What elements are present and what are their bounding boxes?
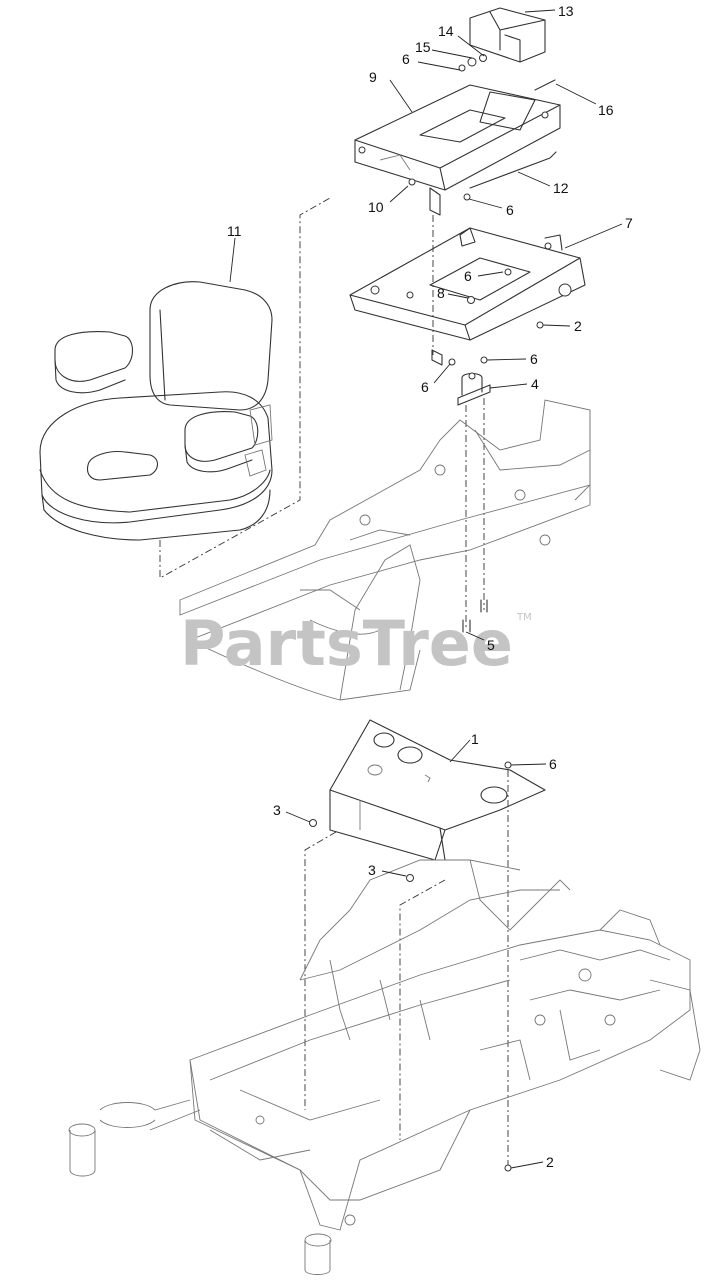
nut-6f[interactable] [504,761,512,769]
callout-6: 6 [421,379,429,395]
callout-3: 3 [273,802,281,818]
nut-6b[interactable] [463,193,471,201]
callout-6: 6 [549,756,557,772]
nut-2a[interactable] [536,321,544,329]
leader-lines [229,9,623,1169]
seat-part-11[interactable] [39,281,273,541]
washer-15[interactable] [467,57,477,67]
callout-10: 10 [368,199,384,215]
seat-plate-part-9[interactable] [354,84,561,191]
callout-3: 3 [368,862,376,878]
rod-12[interactable] [469,151,557,189]
callout-15: 15 [415,39,431,55]
callout-1: 1 [471,731,479,747]
callout-2: 2 [574,318,582,334]
bolt-5a[interactable] [462,619,471,633]
callout-11: 11 [227,223,242,239]
watermark-tm: TM [516,612,532,623]
nut-2b[interactable] [504,1164,512,1172]
cover-alignment-b [399,879,446,1140]
seat-alignment-line [159,197,331,579]
nut-3b[interactable] [406,874,414,882]
seat-mount-plate-part-7[interactable] [349,227,586,341]
cover-plate-part-1[interactable] [329,719,546,861]
hinge-tab [429,187,441,216]
callout-9: 9 [369,69,377,85]
isolator-mount-part-4[interactable] [457,372,491,406]
callout-7: 7 [625,215,633,231]
nut-8[interactable] [467,296,475,304]
callout-14: 14 [438,23,454,39]
upper-frame [179,399,591,701]
callout-13: 13 [558,3,574,19]
callout-16: 16 [598,102,614,118]
callout-6: 6 [464,268,472,284]
callout-6: 6 [402,51,410,67]
nut-14[interactable] [479,54,487,62]
nut-6c[interactable] [504,268,512,276]
hinge-tab-lower [431,349,443,366]
callout-4: 4 [531,376,539,392]
nut-10[interactable] [408,178,416,186]
lower-chassis-frame [68,859,701,1275]
callout-8: 8 [437,285,445,301]
nut-6e[interactable] [480,356,488,364]
watermark-brand: PartsTree [180,607,513,680]
callout-12: 12 [553,180,569,196]
cover-alignment-a [304,831,337,1110]
callout-2: 2 [546,1154,554,1170]
nut-6d[interactable] [448,358,456,366]
callout-6: 6 [506,202,514,218]
bolt-16[interactable] [534,79,556,91]
nut-6a[interactable] [458,64,466,72]
callout-5: 5 [487,637,495,653]
callout-6: 6 [530,351,538,367]
bolt-5b[interactable] [480,599,488,613]
nut-3a[interactable] [309,819,317,827]
callout-labels: 13 14 15 6 9 16 12 10 6 11 7 6 8 2 6 6 4… [227,3,633,1170]
